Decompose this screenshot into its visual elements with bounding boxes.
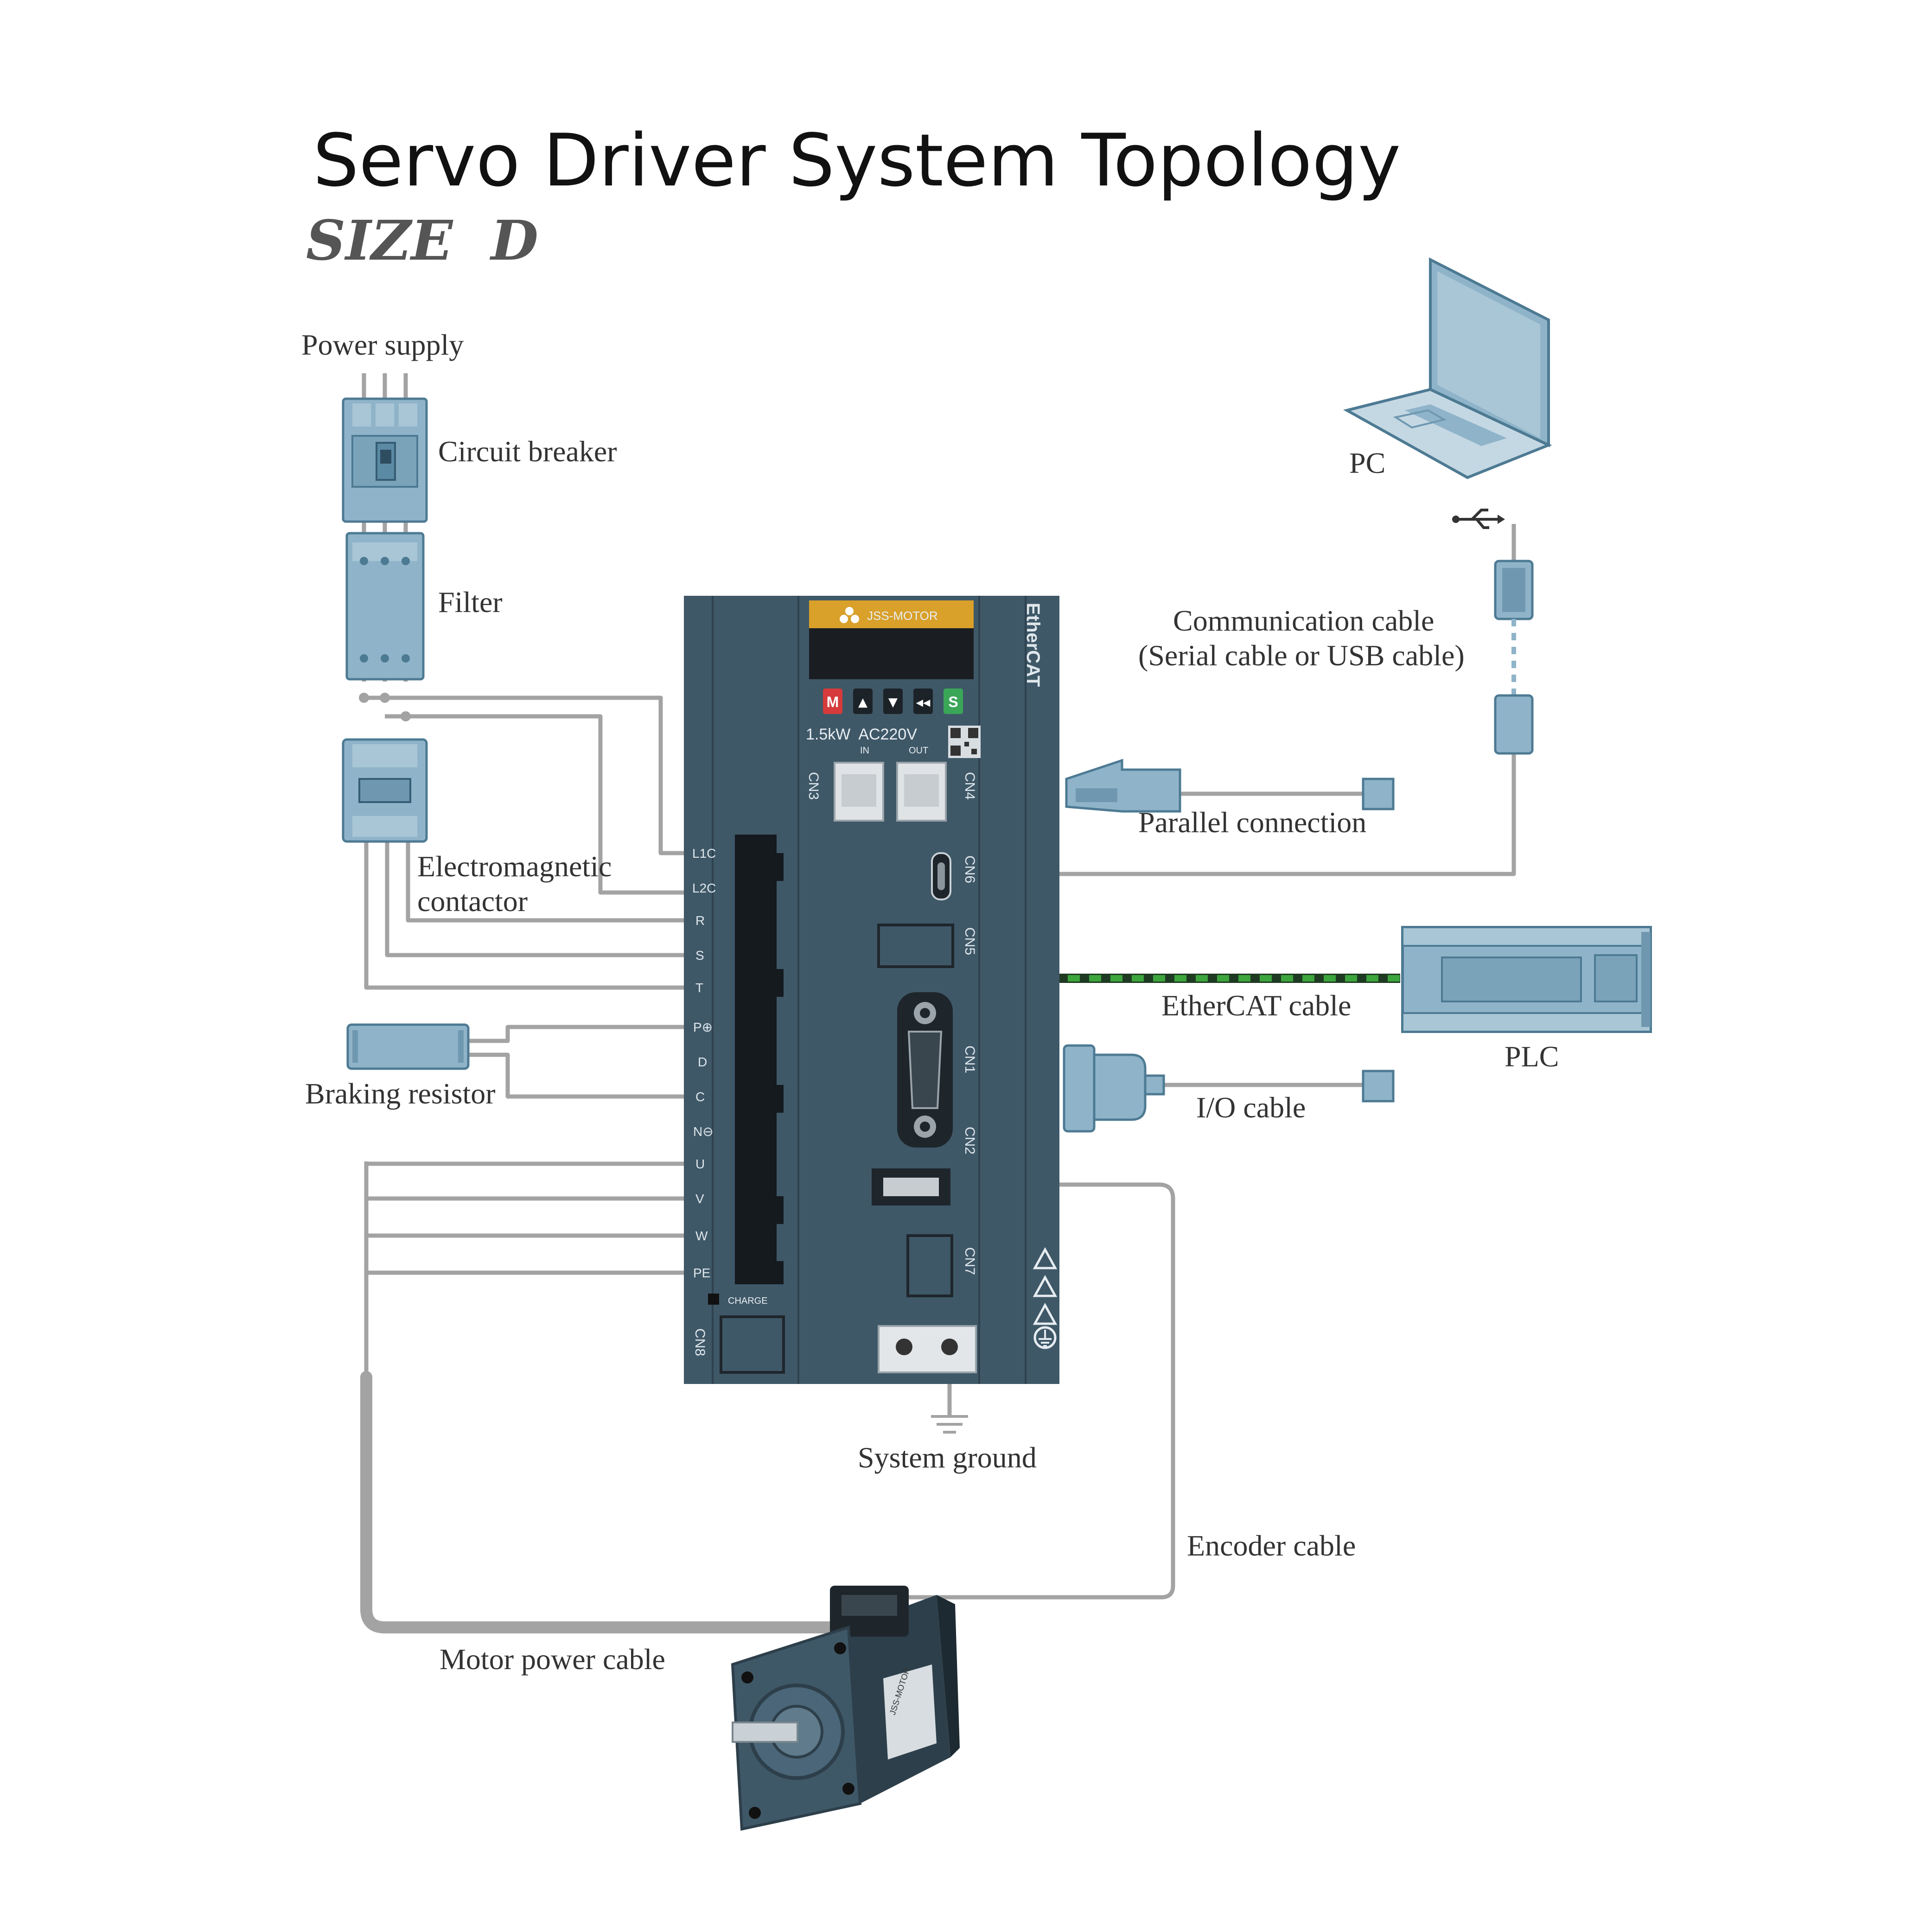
port-cn4: CN4 [962,772,977,800]
terminal-u: U [695,1157,705,1171]
terminal-t: T [695,981,703,995]
charge-label: CHARGE [728,1296,768,1306]
port-cn7: CN7 [962,1247,977,1275]
parallel-connection-label: Parallel connection [1138,806,1366,839]
encoder-cable-label: Encoder cable [1187,1529,1356,1562]
set-button[interactable]: S [944,689,963,714]
out-label: OUT [909,746,928,756]
terminal-block [735,835,784,1284]
serial-connector [1494,560,1534,755]
terminal-w: W [695,1229,708,1243]
in-label: IN [860,746,869,756]
up-button[interactable]: ▲ [853,689,873,714]
terminal-v: V [695,1192,704,1206]
terminal-d: D [698,1055,707,1069]
terminal-p: P⊕ [693,1020,713,1034]
servo-driver: JSS-MOTOR M ▲ ▼ ◀◀ S [684,596,1059,1384]
svg-text:◀◀: ◀◀ [916,697,931,708]
port-cn1: CN1 [962,1046,977,1073]
ethercat-logo: EtherCAT [1023,603,1043,687]
plc-label: PLC [1505,1040,1559,1073]
driver-rating: 1.5kW AC220V [806,726,917,743]
rj45-plug [1065,759,1181,813]
svg-text:▼: ▼ [888,695,898,709]
terminal-r: R [695,913,705,928]
ethercat-in-port[interactable] [834,762,884,822]
ground-terminal[interactable] [878,1325,977,1373]
brand-strip [809,600,974,628]
usb-icon [1452,509,1505,529]
charge-led [708,1294,719,1305]
port-cn8: CN8 [692,1328,708,1356]
terminal-n: N⊖ [693,1124,714,1139]
svg-text:▲: ▲ [858,695,867,709]
db-plug [1063,1044,1165,1133]
terminal-pe: PE [693,1266,710,1280]
terminal-c: C [695,1090,705,1104]
plc [1401,926,1652,1033]
braking-resistor [346,1023,470,1070]
power-supply-label: Power supply [301,328,464,361]
pc-laptop [1343,257,1552,479]
port-cn2: CN2 [962,1127,977,1154]
pc-label: PC [1349,446,1385,479]
comm-cable-label-line1: Communication cable [1173,604,1434,637]
ground-icon [931,1415,968,1434]
filter-label: Filter [438,586,503,618]
mode-button[interactable]: M [823,689,842,714]
down-button[interactable]: ▼ [883,689,903,714]
port-cn5: CN5 [962,927,977,955]
cn7-port[interactable] [906,1234,953,1297]
keypad: M ▲ ▼ ◀◀ S [823,689,963,714]
braking-resistor-label: Braking resistor [305,1077,496,1110]
terminal-l2c: L2C [692,881,716,895]
ethercat-cable-label: EtherCAT cable [1161,989,1351,1022]
contactor-label-line1: Electromagnetic [417,850,612,883]
servo-motor: JSS-MOTOR [731,1586,960,1831]
port-cn3: CN3 [806,772,821,800]
warning-icon [1033,1247,1058,1349]
parallel-connector-end [1362,778,1395,810]
electromagnetic-contactor [342,738,428,843]
terminal-s: S [695,948,704,963]
cn6-usb-port[interactable] [931,852,951,900]
comm-cable-label-line2: (Serial cable or USB cable) [1138,639,1465,672]
io-cable-label: I/O cable [1196,1091,1306,1124]
ethercat-out-port[interactable] [896,762,947,822]
page-title: Servo Driver System Topology [313,118,1401,203]
terminal-labels: L1C L2C R S T P⊕ D C N⊖ U V W PE [692,846,716,1280]
svg-text:M: M [827,694,839,710]
cn2-encoder-port[interactable] [872,1168,950,1205]
qr-code [948,726,981,758]
cn1-io-port[interactable] [897,992,953,1148]
cn5-port[interactable] [877,924,954,968]
page-subtitle: SIZE D [306,208,538,273]
system-ground-label: System ground [858,1441,1037,1474]
cn8-port[interactable] [720,1315,785,1374]
shift-button[interactable]: ◀◀ [913,689,933,714]
driver-display [809,628,974,679]
logo-icon [840,607,859,623]
contactor-label-line2: contactor [417,885,528,918]
port-cn6: CN6 [962,855,977,883]
terminal-l1c: L1C [692,846,716,861]
svg-text:S: S [948,694,958,710]
circuit-breaker [342,397,428,523]
driver-brand: JSS-MOTOR [867,609,938,623]
motor-power-cable-label: Motor power cable [440,1643,665,1676]
circuit-breaker-label: Circuit breaker [438,435,617,468]
filter [345,532,425,681]
wiring [360,373,1516,1633]
io-connector-end [1362,1070,1395,1103]
